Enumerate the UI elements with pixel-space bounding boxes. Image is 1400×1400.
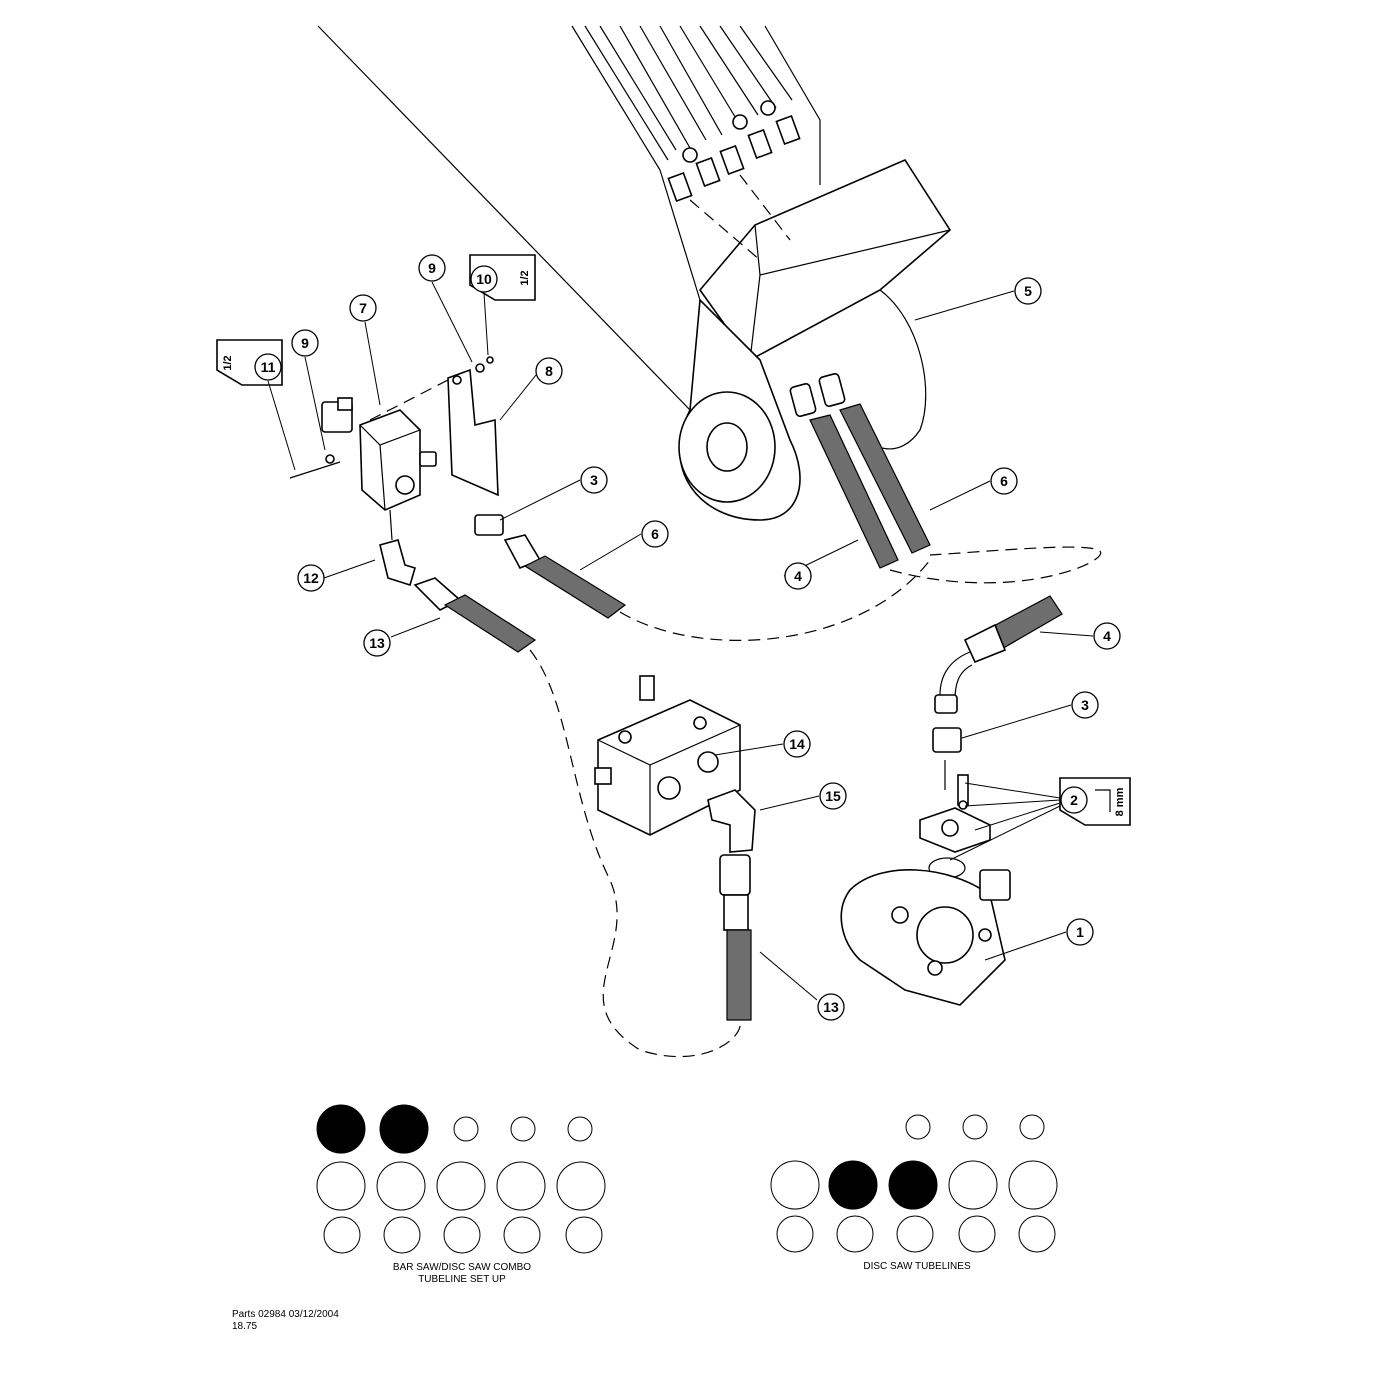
- legend-disc-dot-r1-c1: [905, 1114, 931, 1140]
- callout-10: 10: [470, 265, 498, 293]
- callout-2-label: 2: [1070, 792, 1078, 808]
- legend-disc-dot-r1-c3: [1019, 1114, 1045, 1140]
- callout-7: 7: [349, 294, 377, 322]
- callout-4b-label: 4: [1103, 628, 1111, 644]
- callout-5: 5: [1014, 277, 1042, 305]
- callout-15-label: 15: [825, 788, 841, 804]
- callout-8: 8: [535, 357, 563, 385]
- footer-page-line: 18.75: [232, 1321, 257, 1332]
- callout-15: 15: [819, 782, 847, 810]
- boom-arm: [317, 25, 952, 521]
- legend-disc-dot-r3-c4: [958, 1215, 996, 1253]
- pump-hoses: [932, 595, 1063, 790]
- boom-hoses: [789, 373, 931, 569]
- callout-9b: 9: [291, 329, 319, 357]
- footer-parts-line: Parts 02984 03/12/2004: [232, 1309, 339, 1320]
- legend-combo-dot-r2-c2: [376, 1161, 426, 1211]
- legend-combo-dot-r2-c3: [436, 1161, 486, 1211]
- callout-13b-label: 13: [823, 999, 839, 1015]
- callout-5-label: 5: [1024, 283, 1032, 299]
- callout-3b-label: 3: [1081, 697, 1089, 713]
- manifold-assembly: [594, 675, 756, 1021]
- legend-disc-caption: DISC SAW TUBELINES: [863, 1261, 971, 1272]
- legend-combo-dot-r2-c4: [496, 1161, 546, 1211]
- callout-9b-label: 9: [301, 335, 309, 351]
- callout-3b: 3: [1071, 691, 1099, 719]
- legend-disc-dot-r3-c2: [836, 1215, 874, 1253]
- callout-3a: 3: [580, 466, 608, 494]
- callout-9a-label: 9: [428, 260, 436, 276]
- callout-4a-label: 4: [794, 568, 802, 584]
- callout-4a: 4: [784, 562, 812, 590]
- callout-12: 12: [297, 564, 325, 592]
- legend-combo: BAR SAW/DISC SAW COMBO TUBELINE SET UP: [316, 1104, 606, 1285]
- callout-1-label: 1: [1076, 924, 1084, 940]
- legend-combo-dot-r1-c5: [567, 1116, 593, 1142]
- callout-1: 1: [1066, 918, 1094, 946]
- legend-combo-dot-r3-c4: [503, 1216, 541, 1254]
- legend-combo-dot-r2-c5: [556, 1161, 606, 1211]
- leader-lines: [267, 281, 1094, 1001]
- boom-fittings: [667, 100, 801, 203]
- legend-combo-dot-r1-c1: [316, 1104, 366, 1154]
- legend-disc-dot-r2-c2: [828, 1160, 878, 1210]
- legend-combo-dot-r3-c3: [443, 1216, 481, 1254]
- legend-disc-saw: DISC SAW TUBELINES: [770, 1114, 1058, 1272]
- callout-9a: 9: [418, 254, 446, 282]
- legend-combo-dot-r2-c1: [316, 1161, 366, 1211]
- legend-combo-dot-r1-c3: [453, 1116, 479, 1142]
- legend-disc-dot-r2-c3: [888, 1160, 938, 1210]
- legend-disc-dot-r3-c1: [776, 1215, 814, 1253]
- tool-tag-10-label: 1/2: [519, 270, 531, 285]
- callout-6b-label: 6: [1000, 473, 1008, 489]
- callout-6b: 6: [990, 467, 1018, 495]
- callout-2: 2: [1060, 786, 1088, 814]
- tool-tag-11-label: 1/2: [222, 355, 234, 370]
- callout-8-label: 8: [545, 363, 553, 379]
- legend-combo-dot-r3-c1: [323, 1216, 361, 1254]
- callout-3a-label: 3: [590, 472, 598, 488]
- legend-combo-dot-r3-c5: [565, 1216, 603, 1254]
- valve-block-assembly: [289, 356, 504, 587]
- callout-14-label: 14: [789, 736, 805, 752]
- tool-tag-2-label: 8 mm: [1114, 787, 1126, 816]
- callout-6a: 6: [641, 520, 669, 548]
- callout-4b: 4: [1093, 622, 1121, 650]
- callout-13a-label: 13: [369, 635, 385, 651]
- pump-assembly: [840, 774, 1011, 1006]
- callout-6a-label: 6: [651, 526, 659, 542]
- callout-14: 14: [783, 730, 811, 758]
- callout-11: 11: [254, 353, 282, 381]
- valve-hoses: [413, 534, 627, 653]
- legend-combo-dot-r1-c2: [379, 1104, 429, 1154]
- callout-13b: 13: [817, 993, 845, 1021]
- callout-10-label: 10: [476, 271, 492, 287]
- legend-disc-dot-r3-c3: [896, 1215, 934, 1253]
- callout-13a: 13: [363, 629, 391, 657]
- legend-disc-dot-r2-c1: [770, 1160, 820, 1210]
- legend-combo-caption-line2: TUBELINE SET UP: [418, 1274, 506, 1285]
- callout-11-label: 11: [261, 359, 276, 375]
- legend-disc-dot-r3-c5: [1018, 1215, 1056, 1253]
- legend-combo-caption-line1: BAR SAW/DISC SAW COMBO: [393, 1262, 531, 1273]
- legend-combo-dot-r1-c4: [510, 1116, 536, 1142]
- callout-12-label: 12: [303, 570, 319, 586]
- legend-disc-dot-r1-c2: [962, 1114, 988, 1140]
- legend-disc-dot-r2-c5: [1008, 1160, 1058, 1210]
- callout-7-label: 7: [359, 300, 367, 316]
- legend-disc-dot-r2-c4: [948, 1160, 998, 1210]
- legend-combo-dot-r3-c2: [383, 1216, 421, 1254]
